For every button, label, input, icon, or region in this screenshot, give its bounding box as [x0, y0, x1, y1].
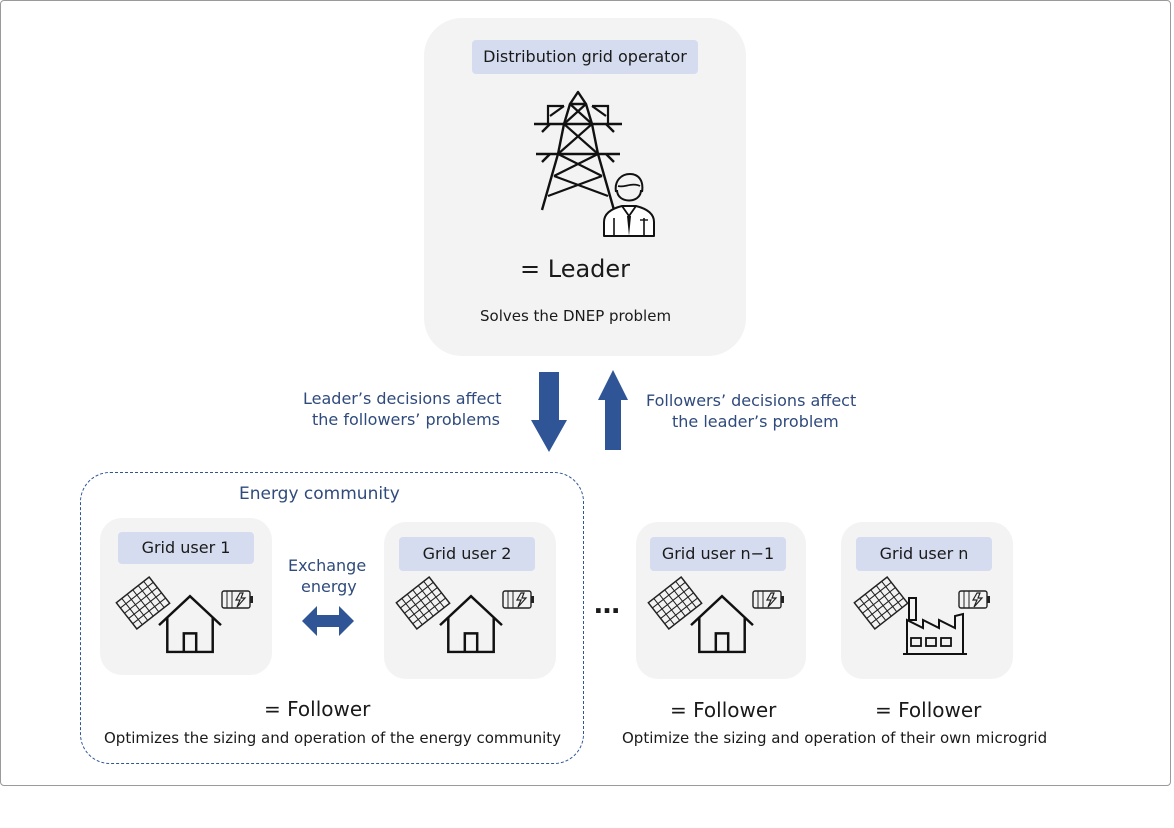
community-task: Optimizes the sizing and operation of th…	[104, 729, 562, 747]
microgrid-task: Optimize the sizing and operation of the…	[622, 729, 1048, 747]
followers-decisions-text-line1: Followers’ decisions affect	[646, 391, 857, 410]
energy-community-title: Energy community	[239, 484, 400, 504]
solar-panel-icon	[853, 576, 909, 630]
exchange-energy-line1: Exchange	[288, 556, 367, 575]
leader-title-chip: Distribution grid operator	[472, 40, 698, 74]
leader-decisions-text-line1: Leader’s decisions affect	[303, 389, 502, 408]
follower-n-minus-1-role: = Follower	[670, 698, 777, 722]
grid-user-2-label: Grid user 2	[399, 537, 535, 571]
factory-icon	[902, 597, 968, 655]
grid-user-1-label: Grid user 1	[118, 532, 254, 564]
grid-user-n-label: Grid user n	[856, 537, 992, 571]
battery-icon	[502, 590, 535, 609]
energy-community-boundary	[80, 472, 584, 764]
leader-task: Solves the DNEP problem	[480, 307, 672, 325]
exchange-arrow-icon	[302, 606, 354, 636]
followers-decisions-text-line2: the leader’s problem	[672, 412, 839, 431]
exchange-energy-line2: energy	[301, 577, 357, 596]
down-arrow-icon	[531, 372, 567, 452]
leader-role: = Leader	[520, 255, 631, 283]
community-follower-role: = Follower	[264, 697, 371, 721]
up-arrow-icon	[598, 370, 628, 450]
operator-person-icon	[603, 172, 655, 237]
battery-icon	[752, 590, 785, 609]
leader-decisions-text-line2: the followers’ problems	[312, 410, 500, 429]
house-icon	[157, 594, 223, 654]
house-icon	[689, 594, 755, 654]
transmission-tower-icon	[534, 90, 622, 211]
house-icon	[438, 594, 504, 654]
ellipsis: …	[594, 590, 620, 620]
battery-icon	[221, 590, 254, 609]
follower-n-role: = Follower	[875, 698, 982, 722]
figure-frame	[0, 0, 1171, 786]
grid-user-n-minus-1-label: Grid user n−1	[650, 537, 786, 571]
